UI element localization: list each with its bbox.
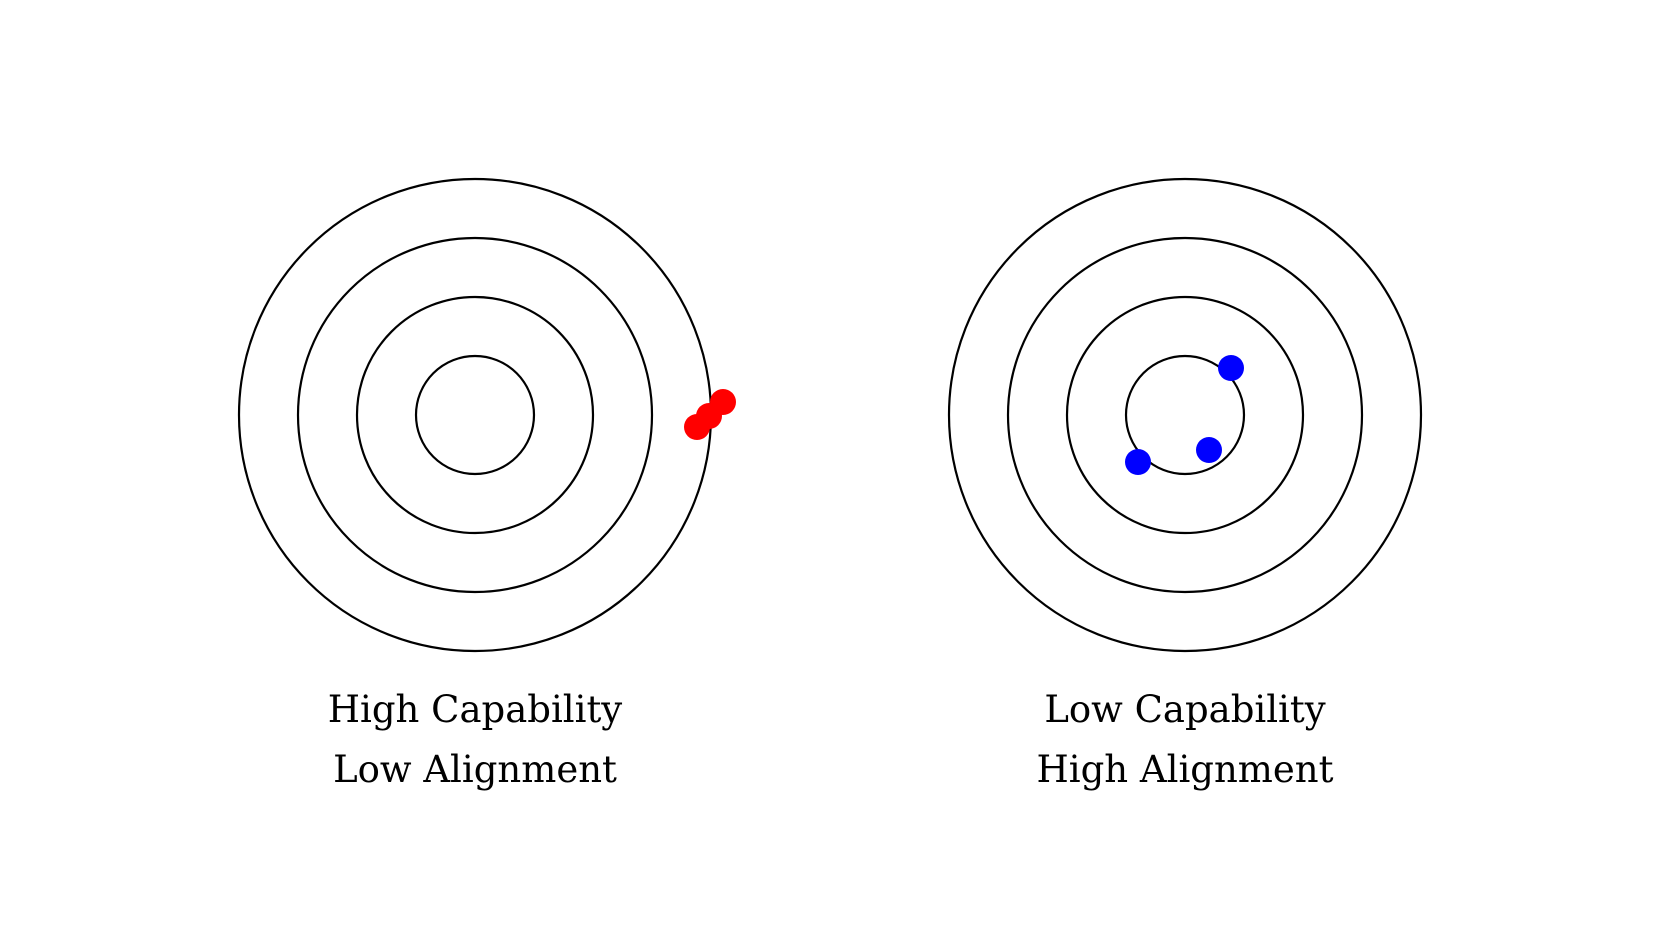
caption-line-1-left: High Capability: [328, 688, 623, 731]
shot-dot-3-right: [1125, 449, 1151, 475]
target-ring-4-right: [947, 177, 1423, 653]
target-panel-high-capability-low-alignment: High Capability Low Alignment: [237, 177, 736, 791]
target-rings-right: [947, 177, 1423, 653]
shot-dot-2-right: [1196, 437, 1222, 463]
target-ring-3-left: [296, 236, 654, 594]
caption-line-1-right: Low Capability: [1044, 688, 1325, 731]
target-ring-3-right: [1006, 236, 1364, 594]
caption-line-2-left: Low Alignment: [333, 748, 617, 791]
target-ring-1-left: [414, 354, 536, 476]
shot-dots-right: [1125, 355, 1244, 475]
shot-dot-3-left: [684, 414, 710, 440]
target-panel-low-capability-high-alignment: Low Capability High Alignment: [947, 177, 1423, 791]
target-ring-2-left: [355, 295, 595, 535]
shot-dot-1-right: [1218, 355, 1244, 381]
target-ring-2-right: [1065, 295, 1305, 535]
target-ring-4-left: [237, 177, 713, 653]
target-rings-left: [237, 177, 713, 653]
target-ring-1-right: [1124, 354, 1246, 476]
caption-line-2-right: High Alignment: [1037, 748, 1334, 791]
shot-dots-left: [684, 389, 736, 440]
